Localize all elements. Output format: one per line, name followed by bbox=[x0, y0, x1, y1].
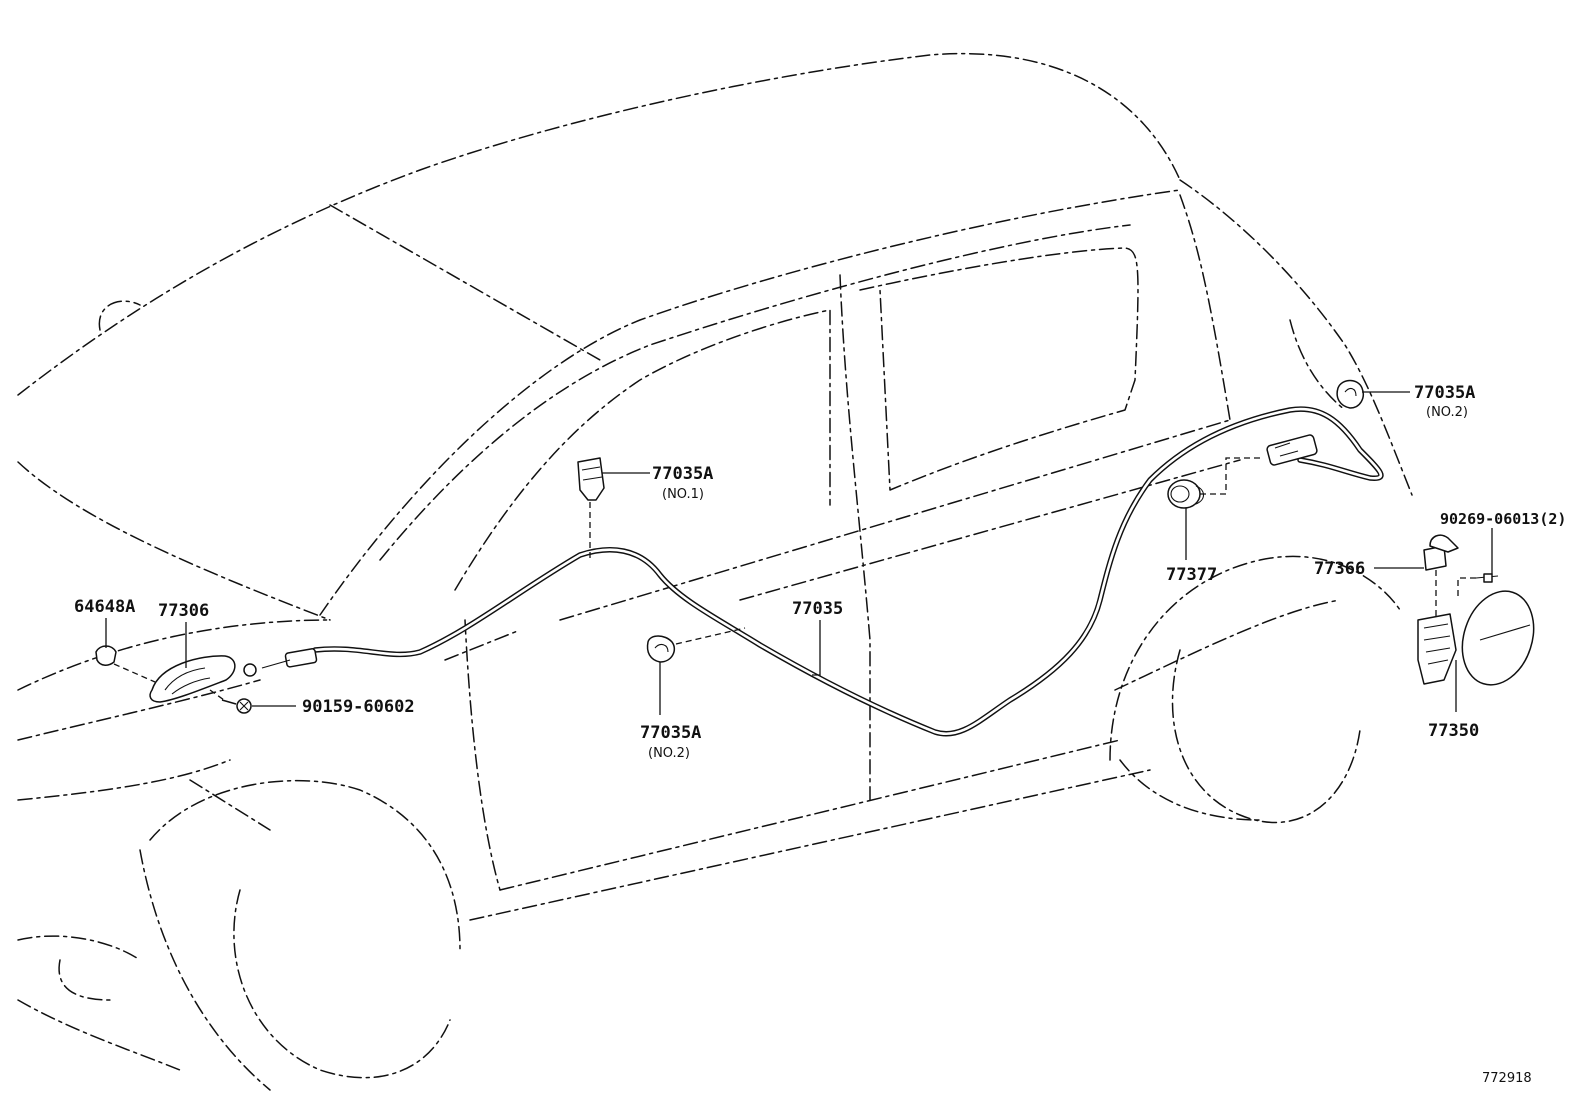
label-77035a-no2-rear: 77035A bbox=[1414, 383, 1475, 403]
part-77350-fuel-lid bbox=[1417, 590, 1535, 686]
part-77035a-no2-rear-clamp bbox=[1336, 379, 1364, 409]
part-90269-06013-rivet bbox=[1475, 573, 1499, 583]
label-90269-06013: 90269-06013(2) bbox=[1440, 510, 1566, 528]
note-77035a-no2-rear: (NO.2) bbox=[1426, 405, 1468, 420]
part-77377-grommet bbox=[1167, 479, 1205, 509]
label-90159-60602: 90159-60602 bbox=[302, 697, 415, 717]
part-77035a-no2-mid-clamp bbox=[646, 635, 676, 663]
fuel-lid-opener-cable bbox=[243, 406, 1384, 737]
label-77306: 77306 bbox=[158, 601, 209, 621]
label-77366: 77366 bbox=[1314, 559, 1365, 579]
part-64648a-cap bbox=[95, 645, 117, 666]
note-77035a-no1: (NO.1) bbox=[662, 487, 704, 502]
part-77306-lever bbox=[149, 655, 236, 703]
label-64648a: 64648A bbox=[74, 597, 135, 617]
label-77035: 77035 bbox=[792, 599, 843, 619]
figure-number: 772918 bbox=[1482, 1071, 1532, 1086]
label-77350: 77350 bbox=[1428, 721, 1479, 741]
part-90159-60602-screw bbox=[221, 698, 252, 714]
label-77035a-no1: 77035A bbox=[652, 464, 713, 484]
label-77035a-no2-mid: 77035A bbox=[640, 723, 701, 743]
part-77366-spring bbox=[1423, 534, 1459, 571]
vehicle-body-outline bbox=[17, 52, 1413, 1091]
note-77035a-no2-mid: (NO.2) bbox=[648, 746, 690, 761]
callout-leaders bbox=[105, 391, 1493, 715]
callout-labels: 64648A 77306 90159-60602 77035A (NO.1) 7… bbox=[74, 383, 1566, 1086]
part-77035a-no1-clamp bbox=[577, 457, 605, 501]
label-77377: 77377 bbox=[1166, 565, 1217, 585]
